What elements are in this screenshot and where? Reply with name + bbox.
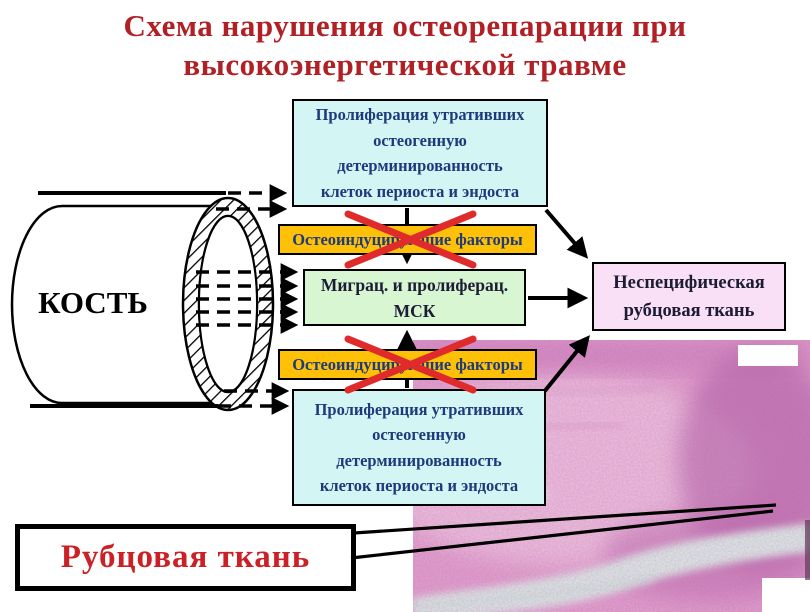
box-osteoinductive-factors-top-label: Остеоиндуцирующие факторы: [292, 229, 523, 249]
bone-label: КОСТЬ: [38, 285, 148, 320]
title-line-2: высокоэнергетической травме: [183, 47, 627, 82]
box-msc-migration: Миграц. и пролиферац. МСК: [303, 269, 526, 326]
box-proliferation-top: Пролиферация утративших остеогенную дете…: [292, 99, 548, 207]
box-nonspecific-scar: Неспецифическая рубцовая ткань: [592, 262, 786, 331]
arrow-topbox-to-scar: [544, 208, 589, 259]
box-proliferation-top-line3: детерминированность: [337, 156, 503, 175]
slide-title: Схема нарушения остеорепарации при высок…: [0, 6, 810, 84]
scar-tissue-callout: Рубцовая ткань: [15, 524, 356, 591]
box-nonspecific-scar-line1: Неспецифическая: [613, 272, 765, 293]
box-osteoinductive-factors-bottom: Остеоиндуцирующие факторы: [278, 349, 537, 380]
box-msc-line2: МСК: [393, 300, 436, 321]
box-proliferation-bottom-line3: детерминированность: [336, 450, 502, 470]
title-line-1: Схема нарушения остеорепарации при: [123, 8, 687, 43]
box-proliferation-bottom-line2: остеогенную: [372, 425, 466, 444]
box-proliferation-top-line1: Пролиферация утративших: [315, 105, 525, 124]
bone-medullary-canal: [198, 215, 258, 393]
box-proliferation-bottom-line4: клеток периоста и эндоста: [319, 476, 519, 495]
bone-cortical-ring: [181, 196, 275, 412]
box-osteoinductive-factors-top: Остеоиндуцирующие факторы: [278, 224, 537, 255]
box-proliferation-bottom: Пролиферация утративших остеогенную дете…: [292, 389, 546, 506]
box-proliferation-top-line2: остеогенную: [373, 130, 467, 150]
box-proliferation-top-line4: клеток периоста и эндоста: [320, 181, 520, 201]
box-proliferation-bottom-line1: Пролиферация утративших: [314, 399, 524, 419]
box-nonspecific-scar-line2: рубцовая ткань: [623, 300, 755, 321]
bone-body: [10, 204, 230, 405]
scar-tissue-callout-label: Рубцовая ткань: [60, 539, 311, 575]
bone-cylinder: КОСТЬ: [10, 196, 275, 412]
box-osteoinductive-factors-bottom-label: Остеоиндуцирующие факторы: [292, 354, 523, 374]
box-msc-line1: Миграц. и пролиферац.: [320, 274, 509, 295]
